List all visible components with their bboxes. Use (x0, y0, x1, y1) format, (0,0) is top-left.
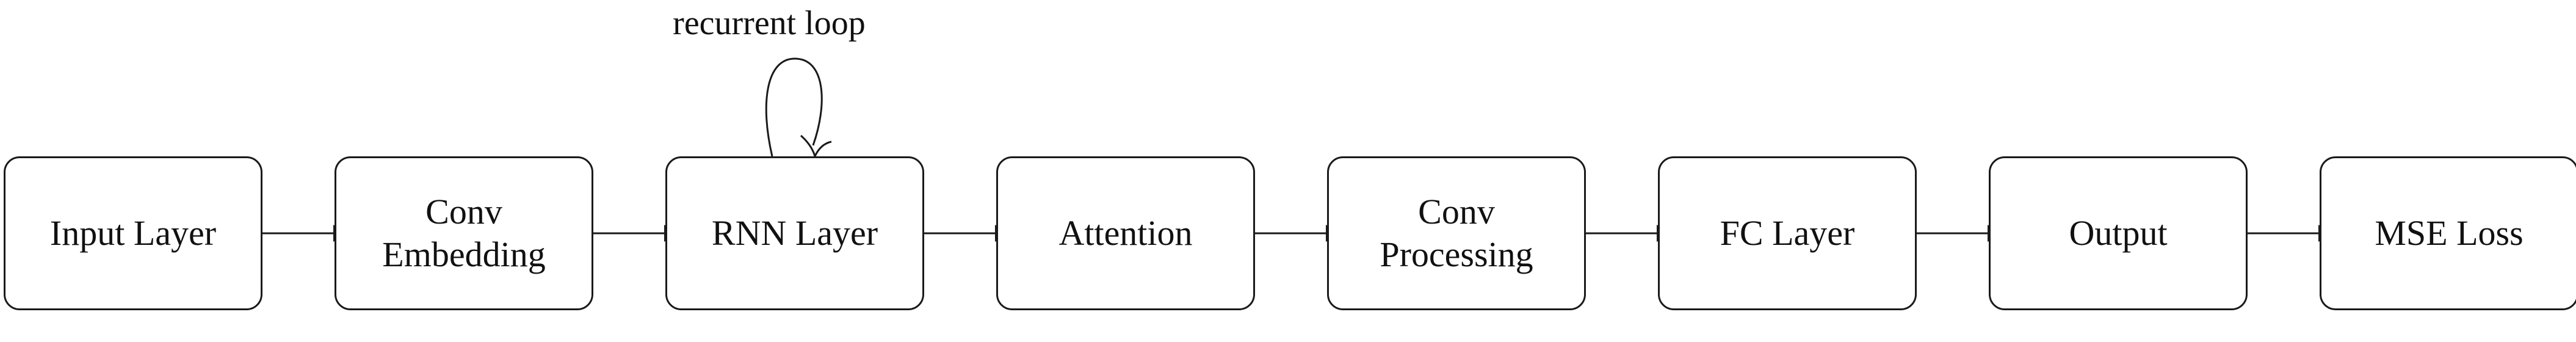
node-label: Attention (1058, 213, 1193, 253)
node-label: FC Layer (1720, 213, 1855, 253)
node-conv-processing: Conv Processing (1327, 156, 1586, 310)
node-label: Input Layer (49, 213, 217, 253)
node-fc-layer: FC Layer (1658, 156, 1917, 310)
node-mse-loss: MSE Loss (2320, 156, 2576, 310)
node-label: RNN Layer (711, 213, 878, 253)
node-conv-embedding: Conv Embedding (335, 156, 593, 310)
node-attention: Attention (996, 156, 1255, 310)
recurrent-loop-label: recurrent loop (673, 4, 866, 42)
edge-rnn-recurrent-loop (765, 57, 823, 157)
node-label: MSE Loss (2375, 213, 2524, 253)
node-rnn-layer: RNN Layer (665, 156, 924, 310)
arrowhead-rnn-recurrent-loop (800, 134, 832, 157)
node-output: Output (1989, 156, 2248, 310)
node-label: Conv Embedding (382, 192, 546, 274)
node-label: Conv Processing (1380, 192, 1533, 274)
node-input-layer: Input Layer (4, 156, 262, 310)
node-label: Output (2069, 213, 2168, 253)
